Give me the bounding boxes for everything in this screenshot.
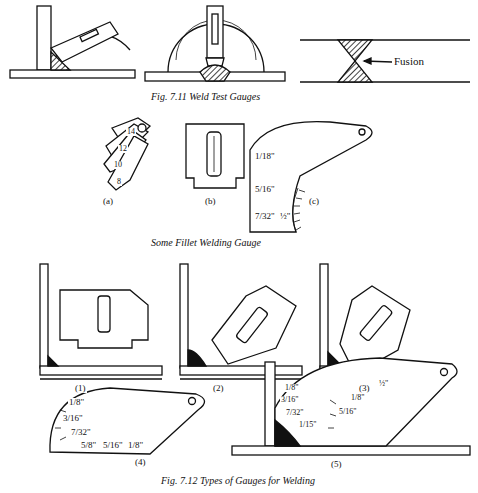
- gauge-label: (1): [74, 384, 87, 393]
- gauge-label: ½": [279, 212, 291, 221]
- gauge-label: 1/8": [127, 441, 144, 450]
- gauge-label: 7/32": [285, 409, 305, 417]
- gauge-label: (c): [308, 197, 320, 206]
- gauge-label: 3/16": [280, 396, 300, 404]
- gauge-label: 12: [118, 145, 128, 153]
- gauge-label: Fig. 7.11 Weld Test Gauges: [150, 92, 261, 102]
- gauge-label: 5/8": [80, 441, 97, 450]
- gauge-label: 5/16": [338, 408, 358, 416]
- gauge-label: 1/8": [350, 394, 366, 402]
- gauge-label: 1/18": [254, 152, 276, 161]
- gauge-label: 1/8": [284, 384, 300, 392]
- gauge-label: (5): [330, 460, 343, 469]
- gauge-label: 1/15": [298, 421, 318, 429]
- gauge-label: 7/32": [254, 212, 276, 221]
- gauge-label: 10: [113, 161, 123, 169]
- gauge-label: 8: [116, 178, 122, 186]
- gauge-label: 3/16": [62, 414, 84, 423]
- gauge-label: (a): [102, 197, 114, 206]
- figure-caption: Fig. 7.12 Types of Gauges for Welding: [160, 476, 316, 486]
- gauge-label: 5/16": [254, 185, 276, 194]
- gauge-label: 14: [126, 128, 136, 136]
- gauge-label: 5/16": [102, 441, 124, 450]
- gauge-label: (4): [134, 458, 147, 467]
- gauge-label: 7/32": [70, 428, 92, 437]
- gauge-label: (b): [204, 197, 217, 206]
- gauge-label: Fusion: [393, 56, 425, 67]
- gauge-label: Some Fillet Welding Gauge: [150, 238, 262, 248]
- gauge-label: (3): [358, 384, 371, 393]
- gauge-label: 1/8": [68, 398, 85, 407]
- gauge-label: ½": [378, 380, 389, 388]
- gauge-label: (2): [212, 384, 225, 393]
